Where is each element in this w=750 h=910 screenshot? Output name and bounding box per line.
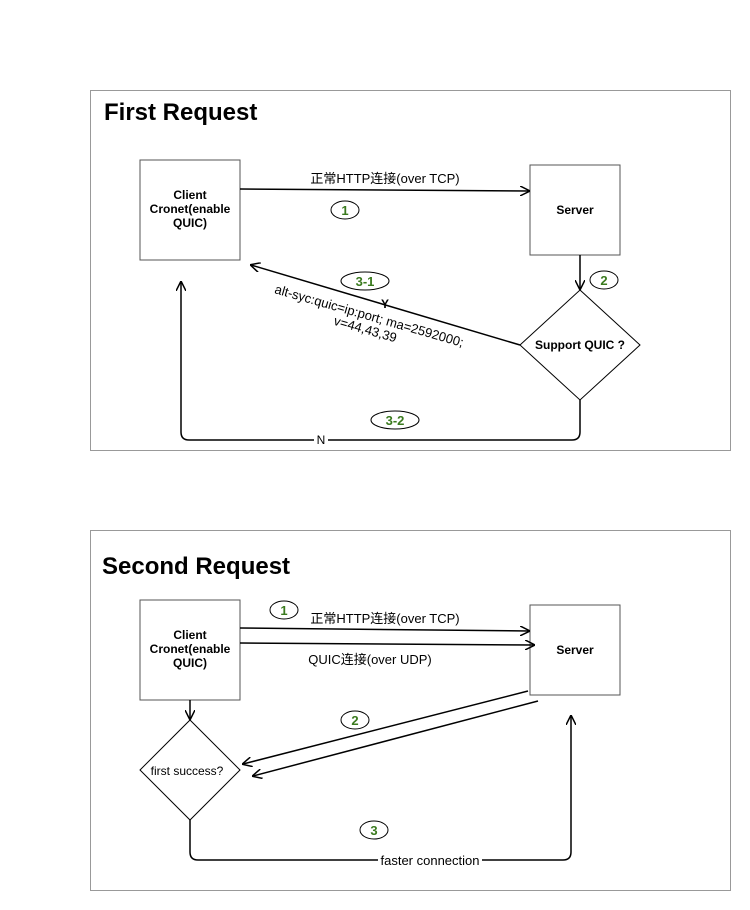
first-no-edge <box>181 282 581 441</box>
svg-text:3-1: 3-1 <box>356 274 375 289</box>
svg-text:1: 1 <box>280 603 287 618</box>
first-badge-3-2: 3-2 <box>370 410 420 430</box>
second-badge-1: 1 <box>269 600 299 620</box>
second-decision-label: first success? <box>151 764 224 778</box>
second-request-panel: Second Request <box>90 530 731 891</box>
svg-text:3-2: 3-2 <box>386 413 405 428</box>
second-client-label-2: Cronet(enable <box>150 642 231 656</box>
svg-text:2: 2 <box>600 273 607 288</box>
first-decision-label: Support QUIC ? <box>535 338 625 352</box>
second-http-edge-label: 正常HTTP连接(over TCP) <box>310 611 459 626</box>
second-server-label: Server <box>556 643 594 657</box>
first-client-label-1: Client <box>173 188 206 202</box>
first-client-label-2: Cronet(enable <box>150 202 231 216</box>
first-server-label: Server <box>556 203 594 217</box>
second-badge-2: 2 <box>340 710 370 730</box>
first-http-edge <box>239 189 529 191</box>
first-http-edge-label: 正常HTTP连接(over TCP) <box>310 171 459 186</box>
first-decision-diamond: Support QUIC ? <box>519 289 641 401</box>
second-response-edge-2 <box>253 700 539 776</box>
second-response-edge-1 <box>243 690 529 764</box>
svg-text:1: 1 <box>341 203 348 218</box>
svg-text:3: 3 <box>370 823 377 838</box>
first-badge-1: 1 <box>330 200 360 220</box>
second-http-edge <box>239 628 529 631</box>
first-request-title: First Request <box>104 99 258 126</box>
second-request-title: Second Request <box>102 553 291 580</box>
second-decision-diamond: first success? <box>139 719 241 821</box>
first-badge-3-1: 3-1 <box>340 271 390 291</box>
second-client-label-3: QUIC) <box>173 656 207 670</box>
second-faster-label: faster connection <box>380 853 479 868</box>
first-no-label: N <box>317 433 326 447</box>
second-quic-edge <box>239 643 534 645</box>
first-client-label-3: QUIC) <box>173 216 207 230</box>
first-server-box: Server <box>529 164 621 256</box>
first-request-panel: First Request <box>90 90 731 451</box>
second-quic-edge-label: QUIC连接(over UDP) <box>308 652 432 667</box>
second-badge-3: 3 <box>359 820 389 840</box>
first-yes-label: Y <box>381 297 389 311</box>
second-client-label-1: Client <box>173 628 206 642</box>
first-client-box: Client Cronet(enable QUIC) <box>139 159 241 261</box>
alt-svc-line-1: alt-syc:quic=ip:port; ma=2592000; <box>273 281 465 349</box>
second-server-box: Server <box>529 604 621 696</box>
first-yes-edge <box>251 265 521 346</box>
first-badge-2: 2 <box>589 270 619 290</box>
svg-text:2: 2 <box>351 713 358 728</box>
second-client-box: Client Cronet(enable QUIC) <box>139 599 241 701</box>
